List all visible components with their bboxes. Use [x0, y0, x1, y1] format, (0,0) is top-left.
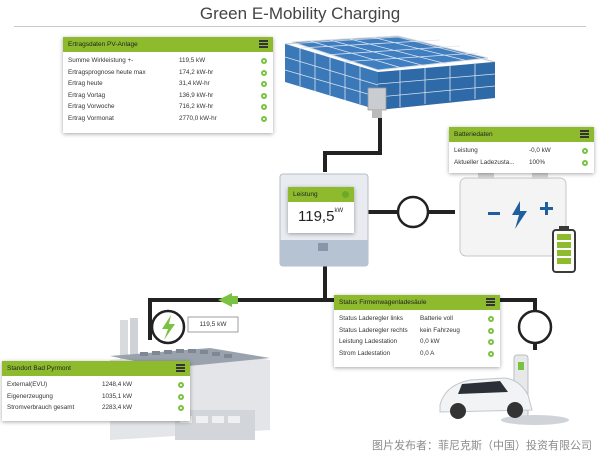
status-dot-icon — [582, 148, 588, 154]
menu-icon[interactable] — [176, 364, 185, 373]
status-dot-icon — [261, 69, 267, 76]
status-dot-icon — [488, 316, 494, 322]
battery-level-icon — [552, 226, 576, 273]
status-dot-icon — [178, 405, 184, 411]
status-dot-icon — [488, 350, 494, 357]
pv-yield-panel-title: Ertragsdaten PV-Anlage — [68, 41, 138, 48]
publisher-caption: 图片发布者：菲尼克斯（中国）投资有限公司 — [372, 439, 592, 452]
inverter-power-unit: kW — [334, 208, 344, 214]
inverter-power-value: 119,5kW — [298, 208, 344, 225]
page-title: Green E-Mobility Charging — [199, 4, 401, 23]
list-item: Aktueller Ladezusta...100% — [449, 157, 594, 169]
site-data-panel: Standort Bad Pyrmont External(EVU)1248,4… — [2, 361, 190, 421]
status-dot-icon — [261, 58, 267, 64]
lightning-icon — [150, 309, 186, 345]
charging-panel-title: Status Firmenwagenladesäule — [339, 299, 427, 306]
battery-data-panel: Batteriedaten Leistung-0,0 kW Aktueller … — [449, 127, 594, 173]
grid-flow-value: 119,5 kW — [199, 321, 227, 328]
menu-icon[interactable] — [486, 298, 495, 307]
title-divider — [14, 26, 586, 27]
flow-indicator-charger — [517, 309, 553, 345]
status-dot-icon — [261, 81, 267, 87]
status-dot-icon — [582, 159, 588, 166]
inverter-panel-title: Leistung — [293, 191, 318, 198]
inverter-panel-header: Leistung — [288, 187, 354, 202]
pv-yield-panel-header: Ertragsdaten PV-Anlage — [63, 37, 273, 52]
status-dot-icon — [488, 339, 494, 345]
list-item: Summe Wirkleistung +-119,5 kW — [63, 55, 273, 67]
flow-indicator-battery — [396, 195, 430, 229]
inverter-power-panel: Leistung 119,5kW — [288, 187, 354, 233]
electric-car-icon — [439, 354, 569, 425]
battery-panel-title: Batteriedaten — [454, 131, 493, 138]
menu-icon[interactable] — [259, 40, 268, 49]
status-dot-icon — [261, 92, 267, 99]
site-panel-header: Standort Bad Pyrmont — [2, 361, 190, 376]
list-item: External(EVU)1248,4 kW — [2, 379, 190, 391]
status-dot-icon — [178, 393, 184, 400]
status-dot-icon — [261, 115, 267, 122]
site-panel-title: Standort Bad Pyrmont — [7, 365, 71, 372]
status-dot-icon — [488, 327, 494, 334]
status-dot-icon — [342, 191, 349, 198]
status-dot-icon — [261, 104, 267, 110]
charging-status-panel: Status Firmenwagenladesäule Status Lader… — [334, 295, 500, 367]
pv-yield-panel: Ertragsdaten PV-Anlage Summe Wirkleistun… — [63, 37, 273, 133]
battery-device-icon — [459, 170, 576, 273]
list-item: Leistung-0,0 kW — [449, 145, 594, 157]
charging-panel-header: Status Firmenwagenladesäule — [334, 295, 500, 310]
solar-panel-icon — [284, 35, 496, 118]
menu-icon[interactable] — [580, 130, 589, 139]
status-dot-icon — [178, 382, 184, 388]
battery-panel-header: Batteriedaten — [449, 127, 594, 142]
